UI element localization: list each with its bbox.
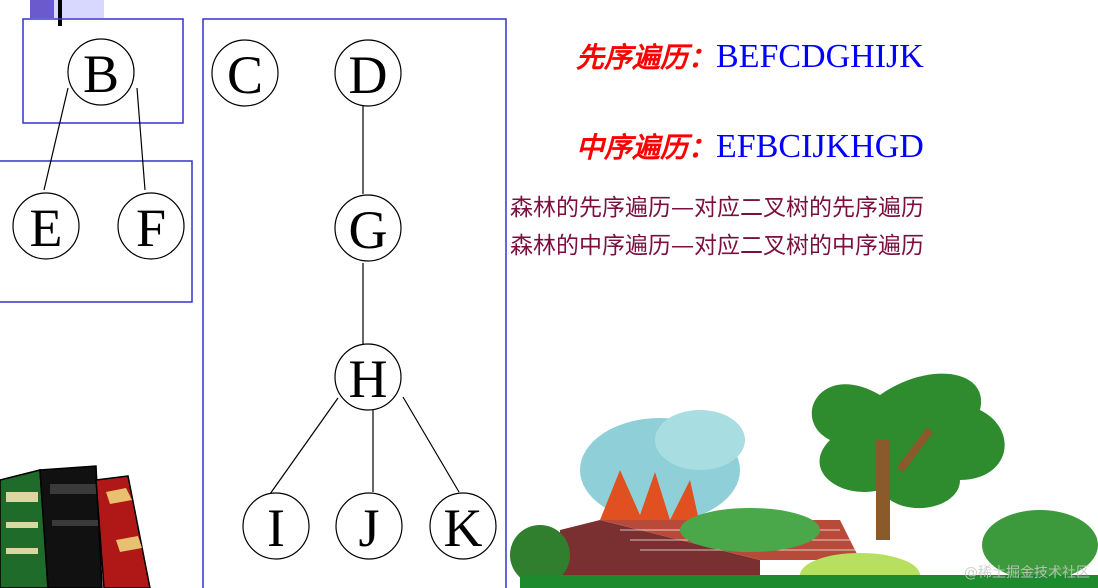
node-c-label: C xyxy=(227,45,263,105)
preorder-line: 先序遍历：BEFCDGHIJK xyxy=(576,36,924,76)
books-illustration xyxy=(0,465,151,588)
node-f: F xyxy=(117,192,185,260)
tree-b-box xyxy=(22,18,184,124)
note-preorder: 森林的先序遍历—对应二叉树的先序遍历 xyxy=(510,195,924,221)
node-h-label: H xyxy=(349,349,388,409)
tree-cd-box xyxy=(202,18,507,588)
preorder-sequence: BEFCDGHIJK xyxy=(716,38,924,75)
node-d-label: D xyxy=(349,45,388,105)
node-j-label: J xyxy=(358,498,379,558)
node-b-label: B xyxy=(83,44,119,104)
node-k-label: K xyxy=(444,498,483,558)
node-g-label: G xyxy=(349,200,388,260)
watermark: @稀土掘金技术社区 xyxy=(964,565,1090,581)
subtree-ef-box xyxy=(0,160,193,303)
edge-h-k xyxy=(402,396,460,493)
node-f-label: F xyxy=(136,198,166,258)
inorder-label: 中序遍历： xyxy=(576,131,717,164)
node-c: C xyxy=(211,39,279,107)
corner-decoration xyxy=(30,0,104,26)
edge-b-e xyxy=(43,87,69,191)
inorder-sequence: EFBCIJKHGD xyxy=(716,128,924,165)
node-e: E xyxy=(12,192,80,260)
edge-b-f xyxy=(136,87,146,191)
node-j: J xyxy=(335,492,403,560)
node-g: G xyxy=(334,194,402,262)
node-e-label: E xyxy=(30,198,63,258)
tree-edges xyxy=(43,87,460,495)
inorder-line: 中序遍历：EFBCIJKHGD xyxy=(576,126,924,166)
garden-illustration xyxy=(510,373,1098,588)
node-h: H xyxy=(334,343,402,411)
note-inorder: 森林的中序遍历—对应二叉树的中序遍历 xyxy=(510,233,924,259)
node-i: I xyxy=(242,492,310,560)
node-k: K xyxy=(429,492,497,560)
node-i-label: I xyxy=(267,498,285,558)
preorder-label: 先序遍历： xyxy=(576,41,717,74)
edge-h-i xyxy=(269,397,339,495)
node-b: B xyxy=(67,38,135,106)
node-d: D xyxy=(334,39,402,107)
